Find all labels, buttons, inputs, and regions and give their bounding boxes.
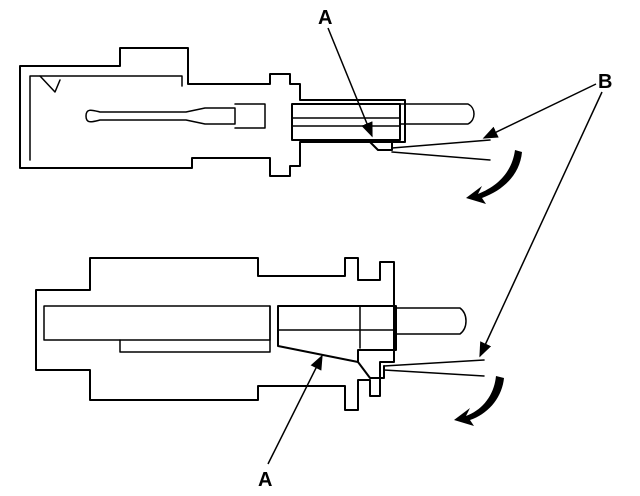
top-connector-wire bbox=[399, 103, 475, 125]
top-connector-pin bbox=[85, 107, 236, 125]
top-connector-housing bbox=[19, 47, 406, 177]
bottom-connector-sleeve-divider bbox=[277, 305, 397, 349]
top-release-tool bbox=[391, 139, 491, 161]
bottom-connector-step bbox=[119, 305, 271, 353]
bottom-connector-sleeve bbox=[277, 305, 397, 363]
leader-a-bottom bbox=[267, 354, 323, 465]
top-connector bbox=[19, 47, 491, 177]
curved-arrow-icon bbox=[466, 150, 522, 204]
top-connector-sleeve-line bbox=[291, 117, 401, 127]
bottom-connector-housing bbox=[35, 257, 395, 411]
label-a-bottom: A bbox=[258, 469, 272, 491]
bottom-connector-body bbox=[43, 305, 271, 341]
label-a-top: A bbox=[318, 7, 332, 29]
bottom-connector bbox=[35, 257, 485, 411]
top-connector-notch bbox=[39, 75, 61, 93]
label-b: B bbox=[598, 71, 612, 93]
top-connector-pin-shoulder bbox=[234, 103, 266, 129]
leader-lines bbox=[267, 27, 603, 465]
top-connector-sleeve bbox=[291, 103, 401, 141]
bottom-rotation-arrow bbox=[454, 376, 504, 426]
leader-a-top bbox=[327, 27, 373, 138]
bottom-connector-wire bbox=[395, 307, 467, 335]
bottom-connector-lock-tab bbox=[357, 361, 385, 379]
top-connector-cavity bbox=[29, 75, 183, 161]
curved-arrow-icon bbox=[454, 376, 504, 426]
leader-b-top bbox=[482, 83, 597, 139]
bottom-release-tool bbox=[383, 359, 485, 377]
top-rotation-arrow bbox=[466, 150, 522, 204]
leader-b-bottom bbox=[479, 91, 603, 358]
top-connector-lock-tab bbox=[367, 139, 393, 151]
